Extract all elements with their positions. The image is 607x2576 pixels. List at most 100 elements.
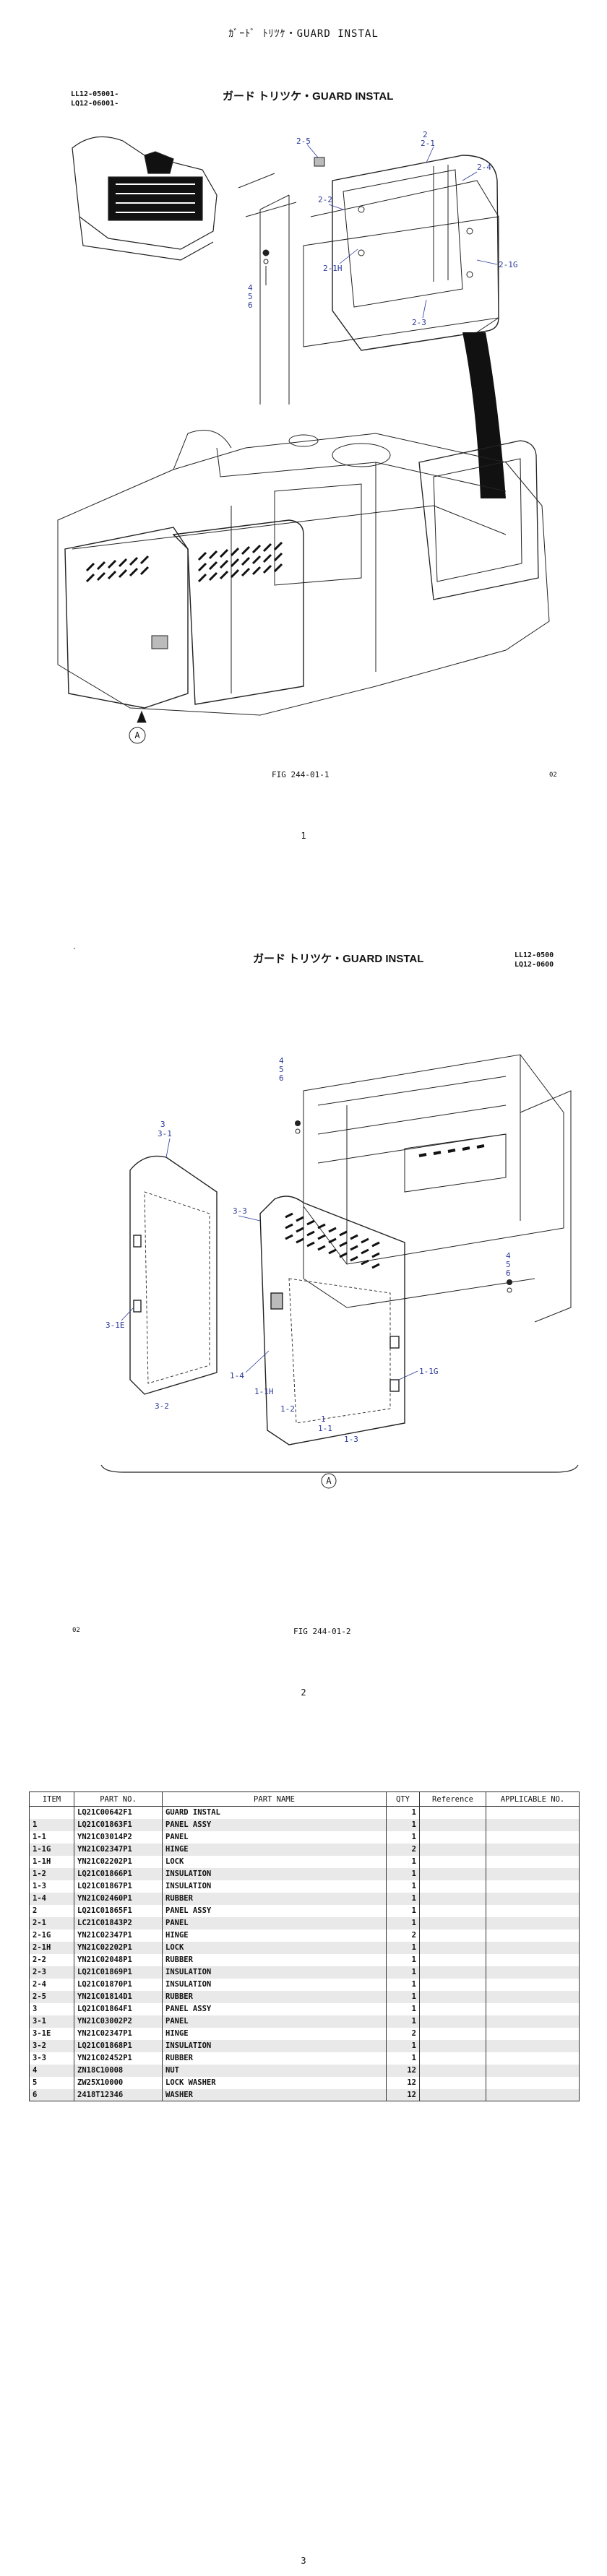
corner-code: 02 (72, 1627, 80, 1634)
figure-label: FIG 244-01-2 (293, 1627, 351, 1636)
table-header-row: ITEM PART NO. PART NAME QTY Reference AP… (29, 1791, 580, 1807)
qty-cell: 1 (386, 2052, 420, 2065)
applicable-no-cell (486, 1966, 580, 1979)
part-no-cell: ZW25X10000 (74, 2076, 163, 2089)
qty-cell: 1 (386, 1806, 420, 1819)
part-name-cell: WASHER (162, 2088, 387, 2101)
callout-2-3: 2-3 (412, 318, 426, 327)
page-2: · ガード トリツケ・GUARD INSTAL LL12-0500 LQ12-0… (0, 874, 607, 1748)
part-no-cell: LQ21C00642F1 (74, 1806, 163, 1819)
figure-subtitle: ガード トリツケ・GUARD INSTAL (223, 90, 394, 103)
qty-cell: 1 (386, 1867, 420, 1880)
page-number: 2 (301, 1687, 306, 1698)
applicable-no-cell (486, 1941, 580, 1954)
part-no-cell: YN21C02460P1 (74, 1892, 163, 1905)
qty-cell: 1 (386, 1855, 420, 1868)
part-no-cell: YN21C03014P2 (74, 1831, 163, 1844)
applicable-no-cell (486, 1818, 580, 1831)
callout-3-2: 3-2 (155, 1401, 169, 1411)
part-no-cell: YN21C02202P1 (74, 1855, 163, 1868)
callout-5: 5 (248, 292, 253, 301)
item-cell: 2-1H (29, 1941, 74, 1954)
part-name-cell: HINGE (162, 1843, 387, 1856)
applicable-no-cell (486, 1990, 580, 2003)
column-header-applicable-no: APPLICABLE NO. (486, 1791, 580, 1807)
serial-range-2: LQ12-0600 (515, 961, 554, 969)
upper-frame-assembly (238, 155, 499, 405)
item-cell: 2-2 (29, 1953, 74, 1966)
applicable-no-cell (486, 2015, 580, 2028)
applicable-no-cell (486, 1904, 580, 1917)
part-name-cell: LOCK (162, 1855, 387, 1868)
part-no-cell: YN21C03002P2 (74, 2015, 163, 2028)
item-cell: 6 (29, 2088, 74, 2101)
part-name-cell: INSULATION (162, 2039, 387, 2052)
callout-2-4: 2-4 (477, 163, 491, 172)
item-cell: 2-1 (29, 1916, 74, 1929)
reference-cell (419, 1916, 486, 1929)
qty-cell: 1 (386, 2002, 420, 2015)
item-cell: 2-3 (29, 1966, 74, 1979)
part-no-cell: LQ21C01868P1 (74, 2039, 163, 2052)
callout-4b: 4 (506, 1251, 511, 1261)
applicable-no-cell (486, 1806, 580, 1819)
reference-cell (419, 2015, 486, 2028)
applicable-no-cell (486, 1843, 580, 1856)
part-no-cell: LQ21C01866P1 (74, 1867, 163, 1880)
qty-cell: 1 (386, 1904, 420, 1917)
callout-5: 5 (279, 1065, 284, 1074)
item-cell: 1-3 (29, 1880, 74, 1893)
callout-labels: 4 5 6 3 3-1 3-3 3-1E 3-2 1-4 1-1H 1-2 1 … (106, 1056, 511, 1444)
part-no-cell: YN21C02048P1 (74, 1953, 163, 1966)
qty-cell: 1 (386, 2015, 420, 2028)
serial-range-1: LL12-0500 (515, 951, 554, 959)
applicable-no-cell (486, 1880, 580, 1893)
qty-cell: 1 (386, 1831, 420, 1844)
callout-1-1: 1-1 (318, 1424, 332, 1433)
callout-2-5: 2-5 (296, 137, 311, 146)
part-no-cell: LQ21C01867P1 (74, 1880, 163, 1893)
applicable-no-cell (486, 1978, 580, 1991)
reference-cell (419, 1880, 486, 1893)
qty-cell: 1 (386, 1880, 420, 1893)
part-no-cell: LC21C01843P2 (74, 1916, 163, 1929)
qty-cell: 1 (386, 1966, 420, 1979)
reference-cell (419, 1990, 486, 2003)
part-no-cell: LQ21C01864F1 (74, 2002, 163, 2015)
callout-3-1: 3-1 (158, 1129, 172, 1138)
callout-1: 1 (321, 1414, 326, 1424)
callout-3-1E: 3-1E (106, 1321, 125, 1330)
part-no-cell: LQ21C01869P1 (74, 1966, 163, 1979)
part-name-cell: RUBBER (162, 1953, 387, 1966)
part-name-cell: GUARD INSTAL (162, 1806, 387, 1819)
corner-dot: · (72, 945, 77, 953)
qty-cell: 1 (386, 1990, 420, 2003)
item-cell: 2-4 (29, 1978, 74, 1991)
callout-2: 2 (423, 130, 428, 139)
item-cell: 3 (29, 2002, 74, 2015)
part-name-cell: RUBBER (162, 1990, 387, 2003)
qty-cell: 1 (386, 1818, 420, 1831)
upper-frame (303, 1054, 572, 1323)
page-header: ｶﾞｰﾄﾞ ﾄﾘﾂｹ・GUARD INSTAL (228, 28, 379, 40)
callout-labels: 2-5 2 2-1 2-4 2-2 2-1H 2-1G 2-3 4 5 6 (248, 130, 518, 327)
part-name-cell: HINGE (162, 1929, 387, 1942)
applicable-no-cell (486, 1892, 580, 1905)
part-name-cell: INSULATION (162, 1966, 387, 1979)
reference-cell (419, 2002, 486, 2015)
callout-4: 4 (279, 1056, 284, 1066)
part-name-cell: RUBBER (162, 1892, 387, 1905)
reference-cell (419, 1978, 486, 1991)
reference-cell (419, 1818, 486, 1831)
serial-range-1: LL12-05001- (71, 90, 119, 98)
